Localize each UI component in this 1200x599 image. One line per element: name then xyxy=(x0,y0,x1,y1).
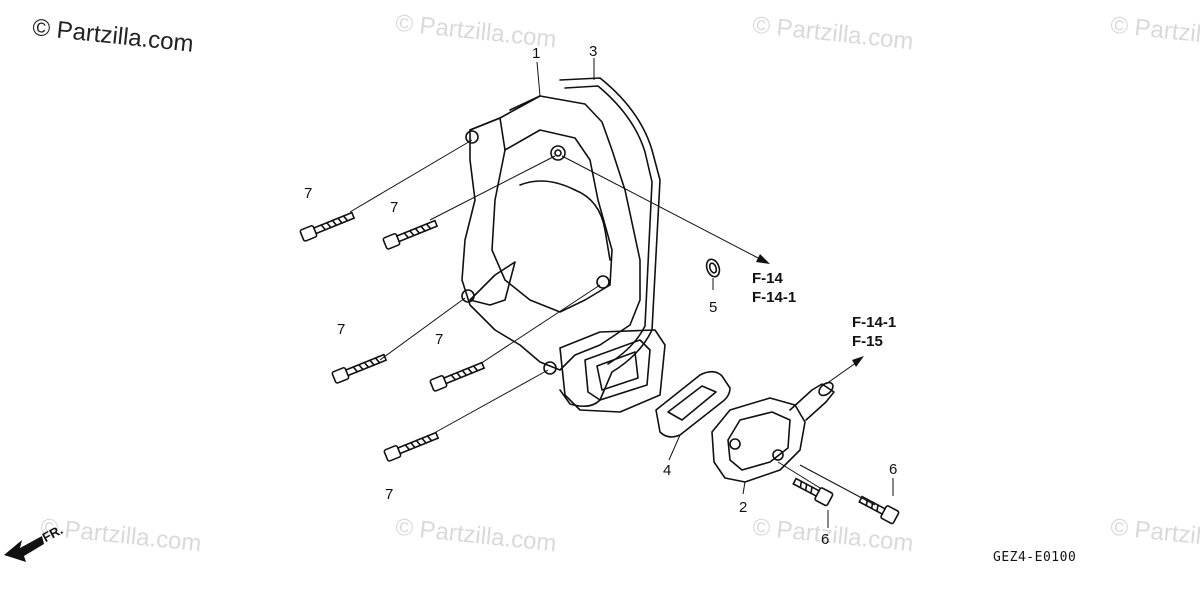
callout-3: 3 xyxy=(589,43,598,60)
cover-1-drawing xyxy=(461,95,666,413)
reference-label: F-14 xyxy=(752,270,783,287)
reference-upper: F-14 F-14-1 xyxy=(752,270,796,308)
bolt-6-drawings xyxy=(792,477,900,525)
diagram-code: GEZ4-E0100 xyxy=(993,550,1077,565)
callout-7: 7 xyxy=(337,321,346,338)
callout-6: 6 xyxy=(821,531,830,548)
gasket-3-drawing xyxy=(559,77,661,408)
reference-label: F-15 xyxy=(852,332,883,350)
bolt-7-drawings xyxy=(299,211,485,462)
callout-4: 4 xyxy=(663,462,672,479)
gasket-4-drawing xyxy=(655,370,731,438)
outlet-2-drawing xyxy=(711,381,835,483)
reference-label: F-14-1 xyxy=(852,314,897,331)
arrowheads xyxy=(756,254,864,367)
ring-5-drawing xyxy=(705,258,721,278)
callout-7: 7 xyxy=(385,486,394,503)
callout-7: 7 xyxy=(435,331,444,348)
callout-1: 1 xyxy=(532,45,541,62)
reference-right: F-14-1 F-15 xyxy=(852,314,896,352)
front-arrow-icon xyxy=(4,536,44,562)
reference-label: F-14-1 xyxy=(752,288,797,306)
callout-2: 2 xyxy=(739,499,748,516)
callout-6: 6 xyxy=(889,461,898,478)
callout-7: 7 xyxy=(390,199,399,216)
callout-5: 5 xyxy=(709,299,718,316)
leader-lines xyxy=(349,58,894,528)
callout-7: 7 xyxy=(304,185,313,202)
